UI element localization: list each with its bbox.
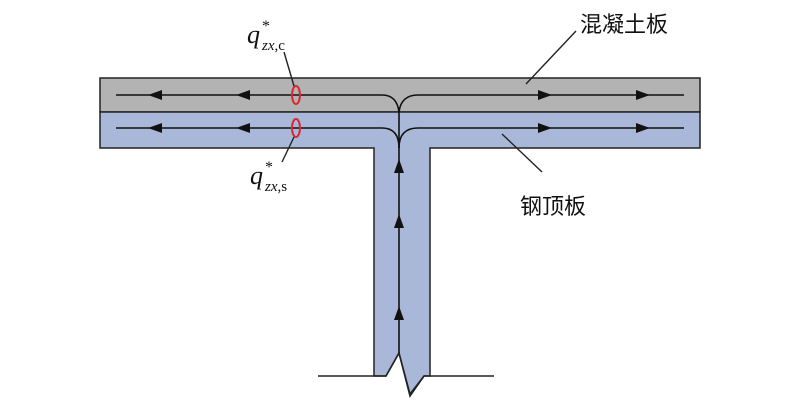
q-symbol: q xyxy=(250,161,263,190)
q-subscript-tail: ,s xyxy=(278,179,288,195)
leader-concrete-slab xyxy=(525,30,577,85)
arrowhead xyxy=(394,214,404,228)
leader-q-concrete xyxy=(283,51,295,87)
arrowhead xyxy=(636,90,650,100)
q-superscript: * xyxy=(262,18,270,35)
arrowhead xyxy=(236,90,250,100)
break-line xyxy=(318,350,494,398)
arrowhead xyxy=(394,306,404,320)
arrowhead xyxy=(148,123,162,133)
leader-steel-plate xyxy=(501,133,543,173)
shear-flow-marker-concrete xyxy=(291,85,301,105)
concrete-flow-right-curve xyxy=(398,94,419,113)
label-shear-flow-concrete: q* zx,c xyxy=(247,18,285,54)
steel-section xyxy=(99,111,701,396)
leader-q-steel xyxy=(281,136,295,163)
arrowhead xyxy=(538,123,552,133)
q-subscript-italic: zx xyxy=(264,179,278,195)
arrowhead xyxy=(538,90,552,100)
flow-arrowheads xyxy=(148,90,650,320)
q-subscript-italic: zx xyxy=(261,38,275,54)
shear-flow-marker-steel xyxy=(291,118,301,138)
arrowhead xyxy=(236,123,250,133)
arrowhead xyxy=(394,159,404,173)
label-steel-top-plate: 钢顶板 xyxy=(520,195,586,220)
label-concrete-slab: 混凝土板 xyxy=(580,13,668,38)
arrowhead xyxy=(148,90,162,100)
q-superscript: * xyxy=(265,159,273,176)
q-subscript-tail: ,c xyxy=(275,38,286,54)
leader-lines xyxy=(281,30,577,173)
label-shear-flow-steel: q* zx,s xyxy=(250,159,287,195)
q-symbol: q xyxy=(247,20,260,49)
arrowhead xyxy=(636,123,650,133)
concrete-flow-left-curve xyxy=(381,94,400,113)
